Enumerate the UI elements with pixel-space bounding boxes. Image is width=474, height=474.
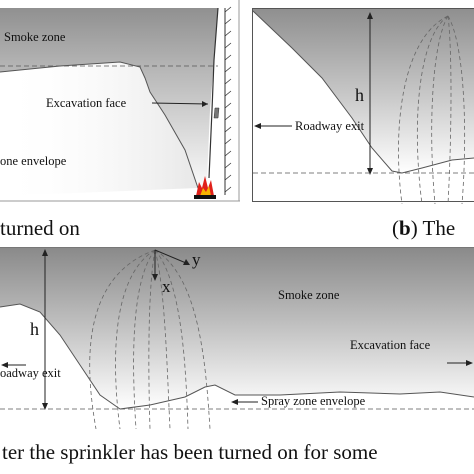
y-axis-label-c: y <box>192 250 201 269</box>
panel-c-diagram <box>0 247 474 429</box>
smoke-region <box>0 8 218 196</box>
spray-envelope-label-c: Spray zone envelope <box>261 394 366 408</box>
spray-trajectories-b <box>398 15 466 204</box>
excavation-face-label-a: Excavation face <box>46 96 127 110</box>
smoke-boundary <box>0 61 205 197</box>
caption-a: turned on <box>0 216 80 240</box>
panel-c: y x h Smoke zone Excavation face oadway … <box>0 247 474 429</box>
caption-c: ter the sprinkler has been turned on for… <box>2 440 378 464</box>
smoke-boundary-b <box>252 10 474 174</box>
caption-b-open: ( <box>392 216 399 240</box>
x-axis-label-c: x <box>162 277 171 296</box>
roadway-exit-label-b: Roadway exit <box>295 119 365 133</box>
envelope-label-a: one envelope <box>0 154 67 168</box>
spray-trajectories-c <box>89 249 211 429</box>
smoke-zone-label-c: Smoke zone <box>278 288 340 302</box>
panel-a-diagram <box>0 0 240 202</box>
panel-a: Smoke zone Excavation face one envelope <box>0 0 240 205</box>
panel-b: h Roadway exit <box>252 8 474 204</box>
caption-b-letter: b <box>399 216 411 240</box>
caption-b: (b) The <box>392 218 455 239</box>
excavation-face-label-c: Excavation face <box>350 338 431 352</box>
h-label-b: h <box>355 85 364 105</box>
h-label-c: h <box>30 319 39 339</box>
excavation-wall <box>208 7 219 179</box>
roadway-exit-label-c: oadway exit <box>0 366 61 380</box>
caption-b-close: ) The <box>410 216 456 240</box>
panel-b-diagram <box>252 8 474 204</box>
smoke-zone-label-a: Smoke zone <box>4 30 66 44</box>
smoke-boundary-c <box>0 303 474 410</box>
